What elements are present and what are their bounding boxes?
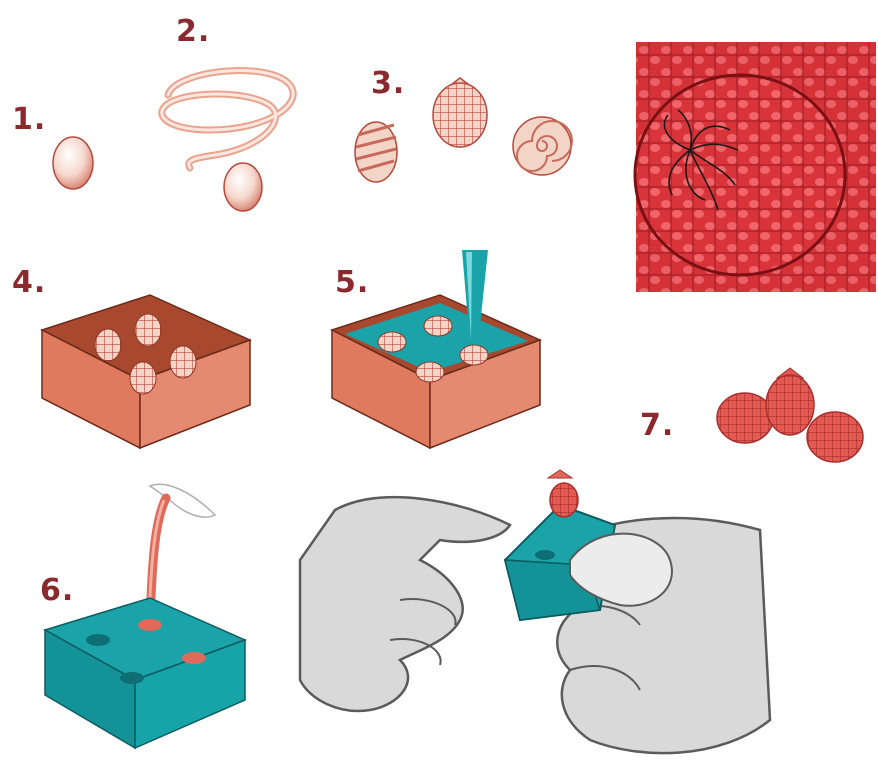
clay-ball-icon [53,137,93,189]
strawberry-sculpts-icon [355,78,572,182]
demolding-hands-icon [300,470,770,753]
silicone-pour-icon [332,250,540,448]
strawberry-photo-icon [635,42,876,292]
mold-box-icon [42,295,250,448]
resin-pour-icon [45,484,245,748]
clay-coil-icon [162,71,293,211]
finished-strawberries-icon [717,368,863,462]
